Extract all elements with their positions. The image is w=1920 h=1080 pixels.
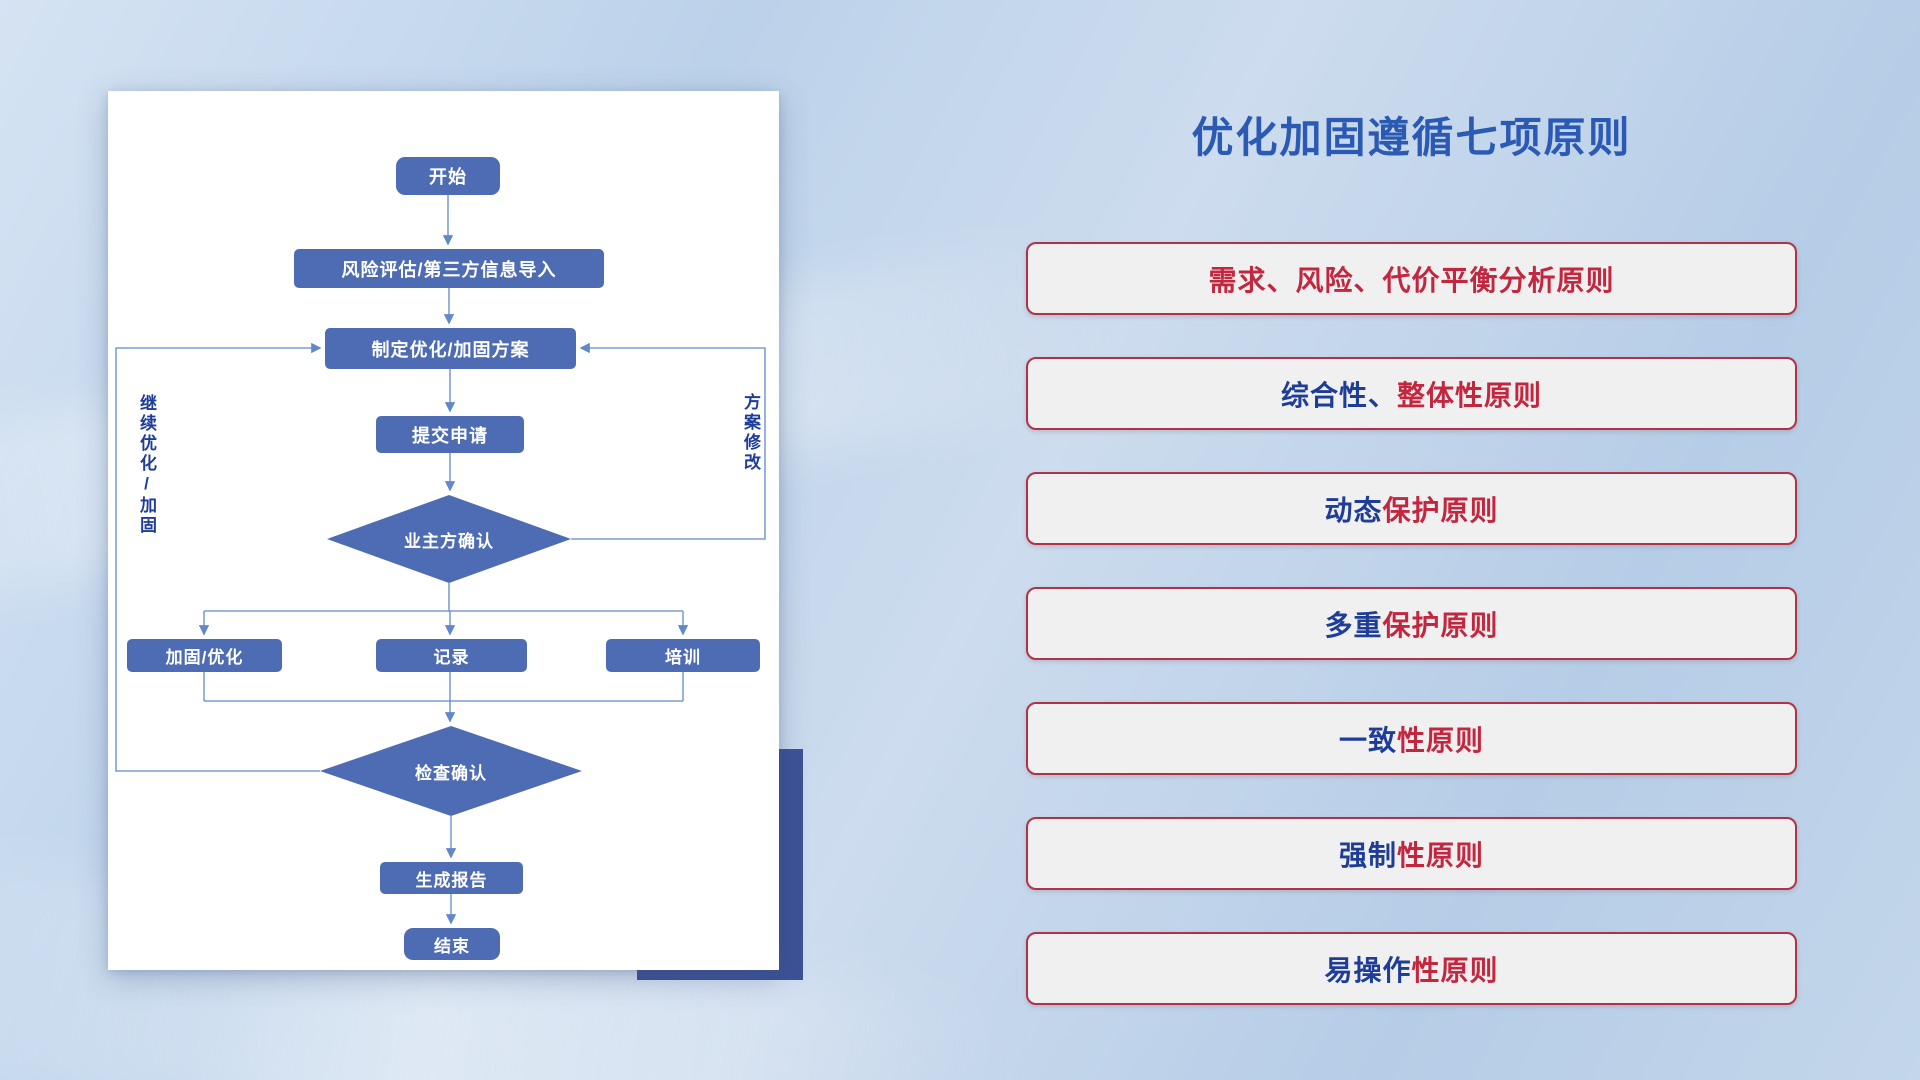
principle-item: 动态保护原则 — [1026, 472, 1797, 545]
flow-node-submit: 提交申请 — [376, 416, 524, 453]
connector-lines — [115, 195, 766, 925]
flow-node-start: 开始 — [396, 157, 500, 195]
principle-label: 综合性、整体性原则 — [1281, 374, 1542, 414]
flow-node-report: 生成报告 — [380, 862, 523, 894]
flow-node-risk-import: 风险评估/第三方信息导入 — [294, 249, 604, 288]
principle-label: 强制性原则 — [1339, 834, 1484, 874]
flow-node-train: 培训 — [606, 639, 760, 672]
principle-text-segment: 保护原则 — [1382, 494, 1499, 526]
principle-text-segment: 保护原则 — [1382, 609, 1499, 641]
principle-text-segment: 性原则 — [1397, 724, 1485, 756]
flowchart-connectors — [115, 195, 766, 925]
principle-text-segment: 性原则 — [1411, 954, 1499, 986]
principle-item: 综合性、整体性原则 — [1026, 357, 1797, 430]
principle-item: 多重保护原则 — [1026, 587, 1797, 660]
principle-item: 易操作性原则 — [1026, 932, 1797, 1005]
principle-item: 强制性原则 — [1026, 817, 1797, 890]
principle-text-segment: 动态 — [1324, 494, 1383, 526]
flow-node-harden: 加固/优化 — [127, 639, 282, 672]
principle-item: 需求、风险、代价平衡分析原则 — [1026, 242, 1797, 315]
principle-item: 一致性原则 — [1026, 702, 1797, 775]
principle-text-segment: 整体性原则 — [1397, 379, 1543, 411]
flow-node-record: 记录 — [376, 639, 527, 672]
left-loop-label: 继续优化/加固 — [137, 394, 156, 536]
principle-text-segment: 多重 — [1324, 609, 1383, 641]
principle-text-segment: 综合性、 — [1280, 379, 1397, 411]
principle-label: 需求、风险、代价平衡分析原则 — [1208, 259, 1614, 299]
principle-text-segment: 易操作 — [1324, 954, 1412, 986]
flow-node-end: 结束 — [404, 928, 500, 960]
principle-label: 一致性原则 — [1339, 719, 1484, 759]
principles-list: 需求、风险、代价平衡分析原则 综合性、整体性原则 动态保护原则 多重保护原则 一… — [1026, 242, 1797, 1047]
principle-label: 多重保护原则 — [1324, 604, 1498, 644]
principle-text-segment: 性原则 — [1397, 839, 1485, 871]
principle-text-segment: 强制 — [1338, 839, 1397, 871]
right-loop-label: 方案修改 — [741, 393, 760, 473]
principle-text-segment: 一致 — [1338, 724, 1397, 756]
flow-node-plan: 制定优化/加固方案 — [325, 328, 576, 369]
principle-text-segment: 需求、风险、代价平衡分析原则 — [1208, 264, 1615, 296]
principle-label: 动态保护原则 — [1324, 489, 1498, 529]
page-title: 优化加固遵循七项原则 — [1191, 114, 1632, 161]
principle-label: 易操作性原则 — [1324, 949, 1498, 989]
principles-panel: 优化加固遵循七项原则 需求、风险、代价平衡分析原则 综合性、整体性原则 动态保护… — [1026, 0, 1797, 1080]
flowchart-card: 开始 风险评估/第三方信息导入 制定优化/加固方案 提交申请 业主方确认 加固/… — [108, 91, 779, 970]
